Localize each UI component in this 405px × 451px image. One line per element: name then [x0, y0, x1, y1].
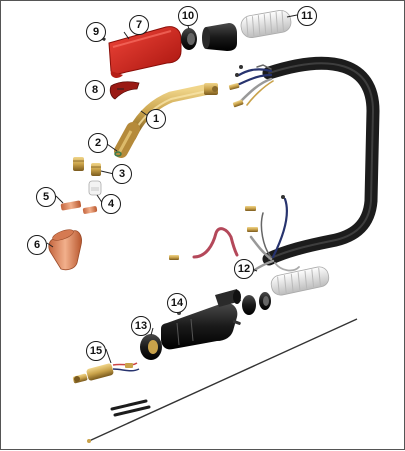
- callout-15: 15: [86, 341, 106, 361]
- gas-nozzle: [48, 229, 82, 271]
- handle-shell: [108, 26, 182, 78]
- central-connector: [72, 362, 140, 384]
- insulator: [88, 180, 102, 196]
- callout-9: 9: [86, 22, 106, 42]
- callout-6: 6: [27, 235, 47, 255]
- wire-guide-rods: [110, 399, 151, 417]
- callout-14: 14: [167, 293, 187, 313]
- callout-3: 3: [112, 164, 132, 184]
- callout-1: 1: [146, 109, 166, 129]
- gas-diffuser: [73, 157, 101, 176]
- callout-8: 8: [85, 80, 105, 100]
- swan-neck: [114, 83, 218, 158]
- callout-10: 10: [178, 6, 198, 26]
- callout-2: 2: [88, 133, 108, 153]
- trigger: [109, 81, 140, 100]
- protection-spring: [240, 10, 292, 38]
- callout-5: 5: [36, 187, 56, 207]
- rear-handle: [161, 289, 241, 350]
- cable-coupling: [202, 23, 237, 51]
- callout-7: 7: [129, 15, 149, 35]
- lower-wires: [249, 197, 300, 273]
- callout-4: 4: [101, 194, 121, 214]
- upper-wires: [235, 64, 274, 106]
- callout-12: 12: [234, 259, 254, 279]
- callout-13: 13: [131, 316, 151, 336]
- steel-liner: [88, 318, 358, 442]
- callout-11: 11: [297, 6, 317, 26]
- upper-gas-fitting: [228, 82, 240, 90]
- ring-nut: [181, 28, 197, 50]
- contact-tip: [60, 200, 98, 214]
- lower-spring: [270, 266, 330, 296]
- wire-liner: [192, 227, 239, 259]
- coupling-nut: [140, 334, 162, 360]
- o-ring: [114, 151, 122, 157]
